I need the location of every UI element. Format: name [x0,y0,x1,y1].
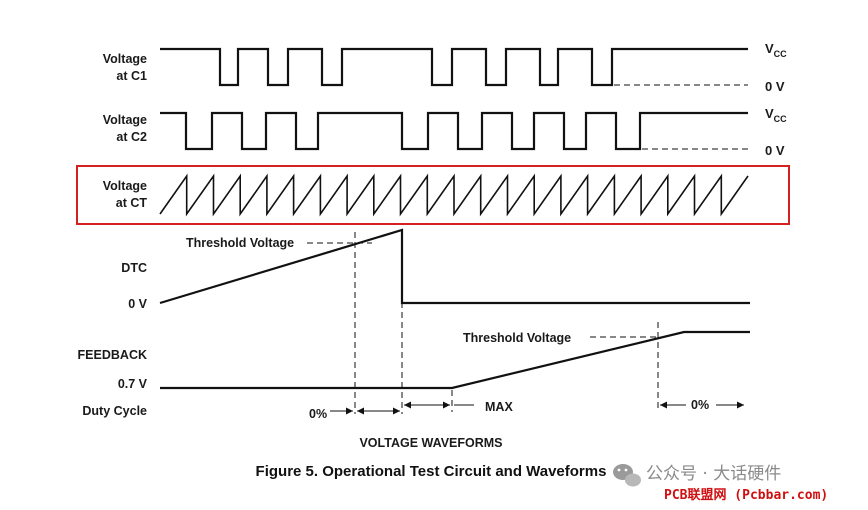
dtc-threshold-label: Threshold Voltage [186,236,294,250]
duty-0-left-arrows [330,407,400,415]
dtc-zero-label: 0 V [128,297,147,311]
duty-0-right-label: 0% [691,398,709,412]
watermark-line2: PCB联盟网 (Pcbbar.com) [664,487,828,503]
c1-label-line1: Voltage [103,52,147,66]
c2-label-line2: at C2 [116,130,147,144]
feedback-level-label: 0.7 V [118,377,148,391]
c2-label-line1: Voltage [103,113,147,127]
feedback-waveform [160,330,750,390]
ct-label-line2: at CT [116,196,148,210]
c2-zero-label: 0 V [765,143,785,158]
c1-waveform [160,47,748,87]
c2-vcc-label: VCC [765,106,787,124]
figure-caption: Figure 5. Operational Test Circuit and W… [256,463,607,480]
ct-sawtooth-waveform [159,173,749,217]
feedback-label: FEEDBACK [78,348,147,362]
duty-cycle-label: Duty Cycle [82,404,147,418]
duty-max-label: MAX [485,400,513,414]
c1-vcc-label: VCC [765,41,787,59]
wechat-icon [613,464,641,487]
watermark-line1: 公众号 · 大话硬件 [646,464,781,484]
duty-0-left-label: 0% [309,407,327,421]
watermark: 公众号 · 大话硬件 PCB联盟网 (Pcbbar.com) [613,464,828,503]
duty-0-right-arrows [660,401,744,409]
c1-zero-label: 0 V [765,79,785,94]
c2-waveform [160,111,748,151]
ct-label-line1: Voltage [103,179,147,193]
dtc-label: DTC [121,261,147,275]
ct-highlight-box [76,165,790,225]
duty-max-arrows [404,401,474,409]
feedback-threshold-label: Threshold Voltage [463,331,571,345]
section-title: VOLTAGE WAVEFORMS [359,436,502,450]
c1-label-line2: at C1 [116,69,147,83]
